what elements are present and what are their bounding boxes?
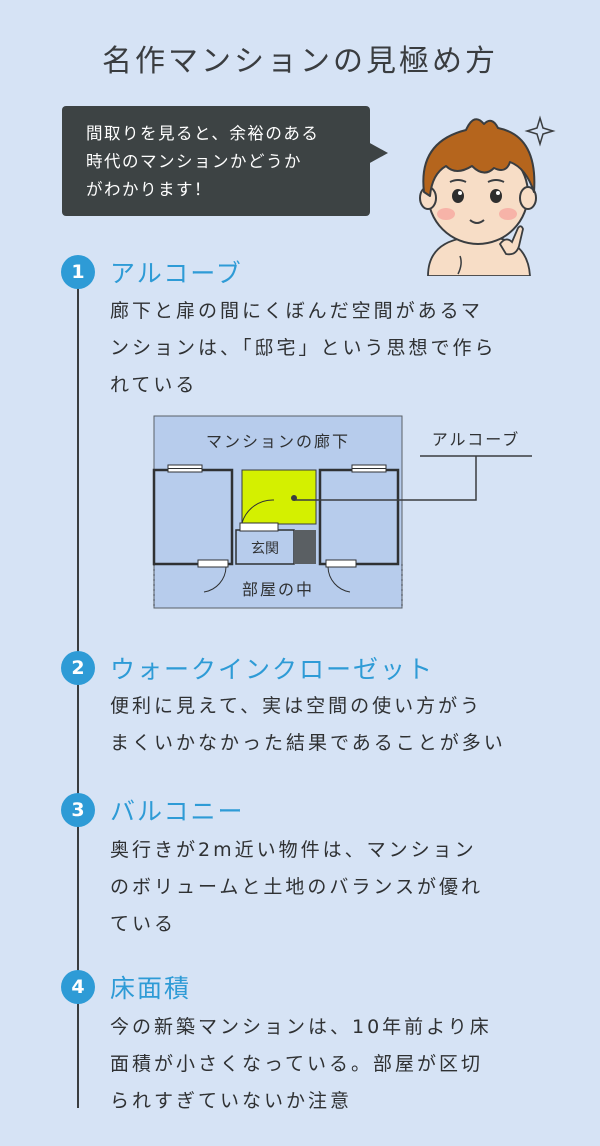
item-description: 奥行きが2m近い物件は、マンション のボリュームと土地のバランスが優れ ている [110, 832, 550, 943]
description-line: 今の新築マンションは、10年前より床 [110, 1016, 492, 1038]
item-heading-walk-in-closet: ウォークインクローゼット [110, 655, 435, 684]
description-line: れている [110, 374, 198, 396]
description-line: まくいかなかった結果であることが多い [110, 732, 506, 754]
item-heading-floor-area: 床面積 [110, 974, 192, 1003]
page-title: 名作マンションの見極め方 [102, 44, 498, 79]
description-line: 廊下と扉の間にくぼんだ空間があるマ [110, 300, 483, 322]
step-number-badge: 4 [61, 970, 95, 1004]
alcove-floor-plan: マンションの廊下 玄関 部屋の中 アルコーブ [152, 415, 532, 609]
item-heading-balcony: バルコニー [110, 797, 245, 826]
item-heading-alcove: アルコーブ [110, 259, 243, 288]
step-number-badge: 1 [61, 255, 95, 289]
entrance-label: 玄関 [251, 540, 279, 557]
description-line: 奥行きが2m近い物件は、マンション [110, 839, 477, 861]
alcove-callout-label: アルコーブ [432, 430, 521, 449]
step-number-badge: 2 [61, 651, 95, 685]
speech-line: がわかります！ [86, 180, 212, 199]
character-illustration [419, 115, 556, 276]
speech-bubble: 間取りを見ると、余裕のある 時代のマンションかどうか がわかります！ [62, 106, 370, 216]
item-description: 今の新築マンションは、10年前より床 面積が小さくなっている。部屋が区切 られす… [110, 1009, 550, 1120]
item-description: 便利に見えて、実は空間の使い方がう まくいかなかった結果であることが多い [110, 688, 550, 762]
description-line: ンションは、「邸宅」という思想で作ら [110, 337, 497, 359]
description-line: のボリュームと土地のバランスが優れ [110, 876, 484, 898]
speech-line: 時代のマンションかどうか [86, 152, 302, 171]
timeline-line [77, 272, 79, 1108]
description-line: ている [110, 913, 177, 935]
step-number-badge: 3 [61, 793, 95, 827]
description-line: られすぎていないか注意 [110, 1090, 353, 1112]
speech-bubble-tail [368, 142, 388, 164]
sparkle-icon [524, 115, 556, 147]
speech-line: 間取りを見ると、余裕のある [86, 124, 320, 143]
description-line: 便利に見えて、実は空間の使い方がう [110, 695, 483, 717]
corridor-label: マンションの廊下 [206, 432, 350, 451]
room-label: 部屋の中 [242, 580, 314, 599]
description-line: 面積が小さくなっている。部屋が区切 [110, 1053, 484, 1075]
item-description: 廊下と扉の間にくぼんだ空間があるマ ンションは、「邸宅」という思想で作ら れてい… [110, 293, 550, 404]
